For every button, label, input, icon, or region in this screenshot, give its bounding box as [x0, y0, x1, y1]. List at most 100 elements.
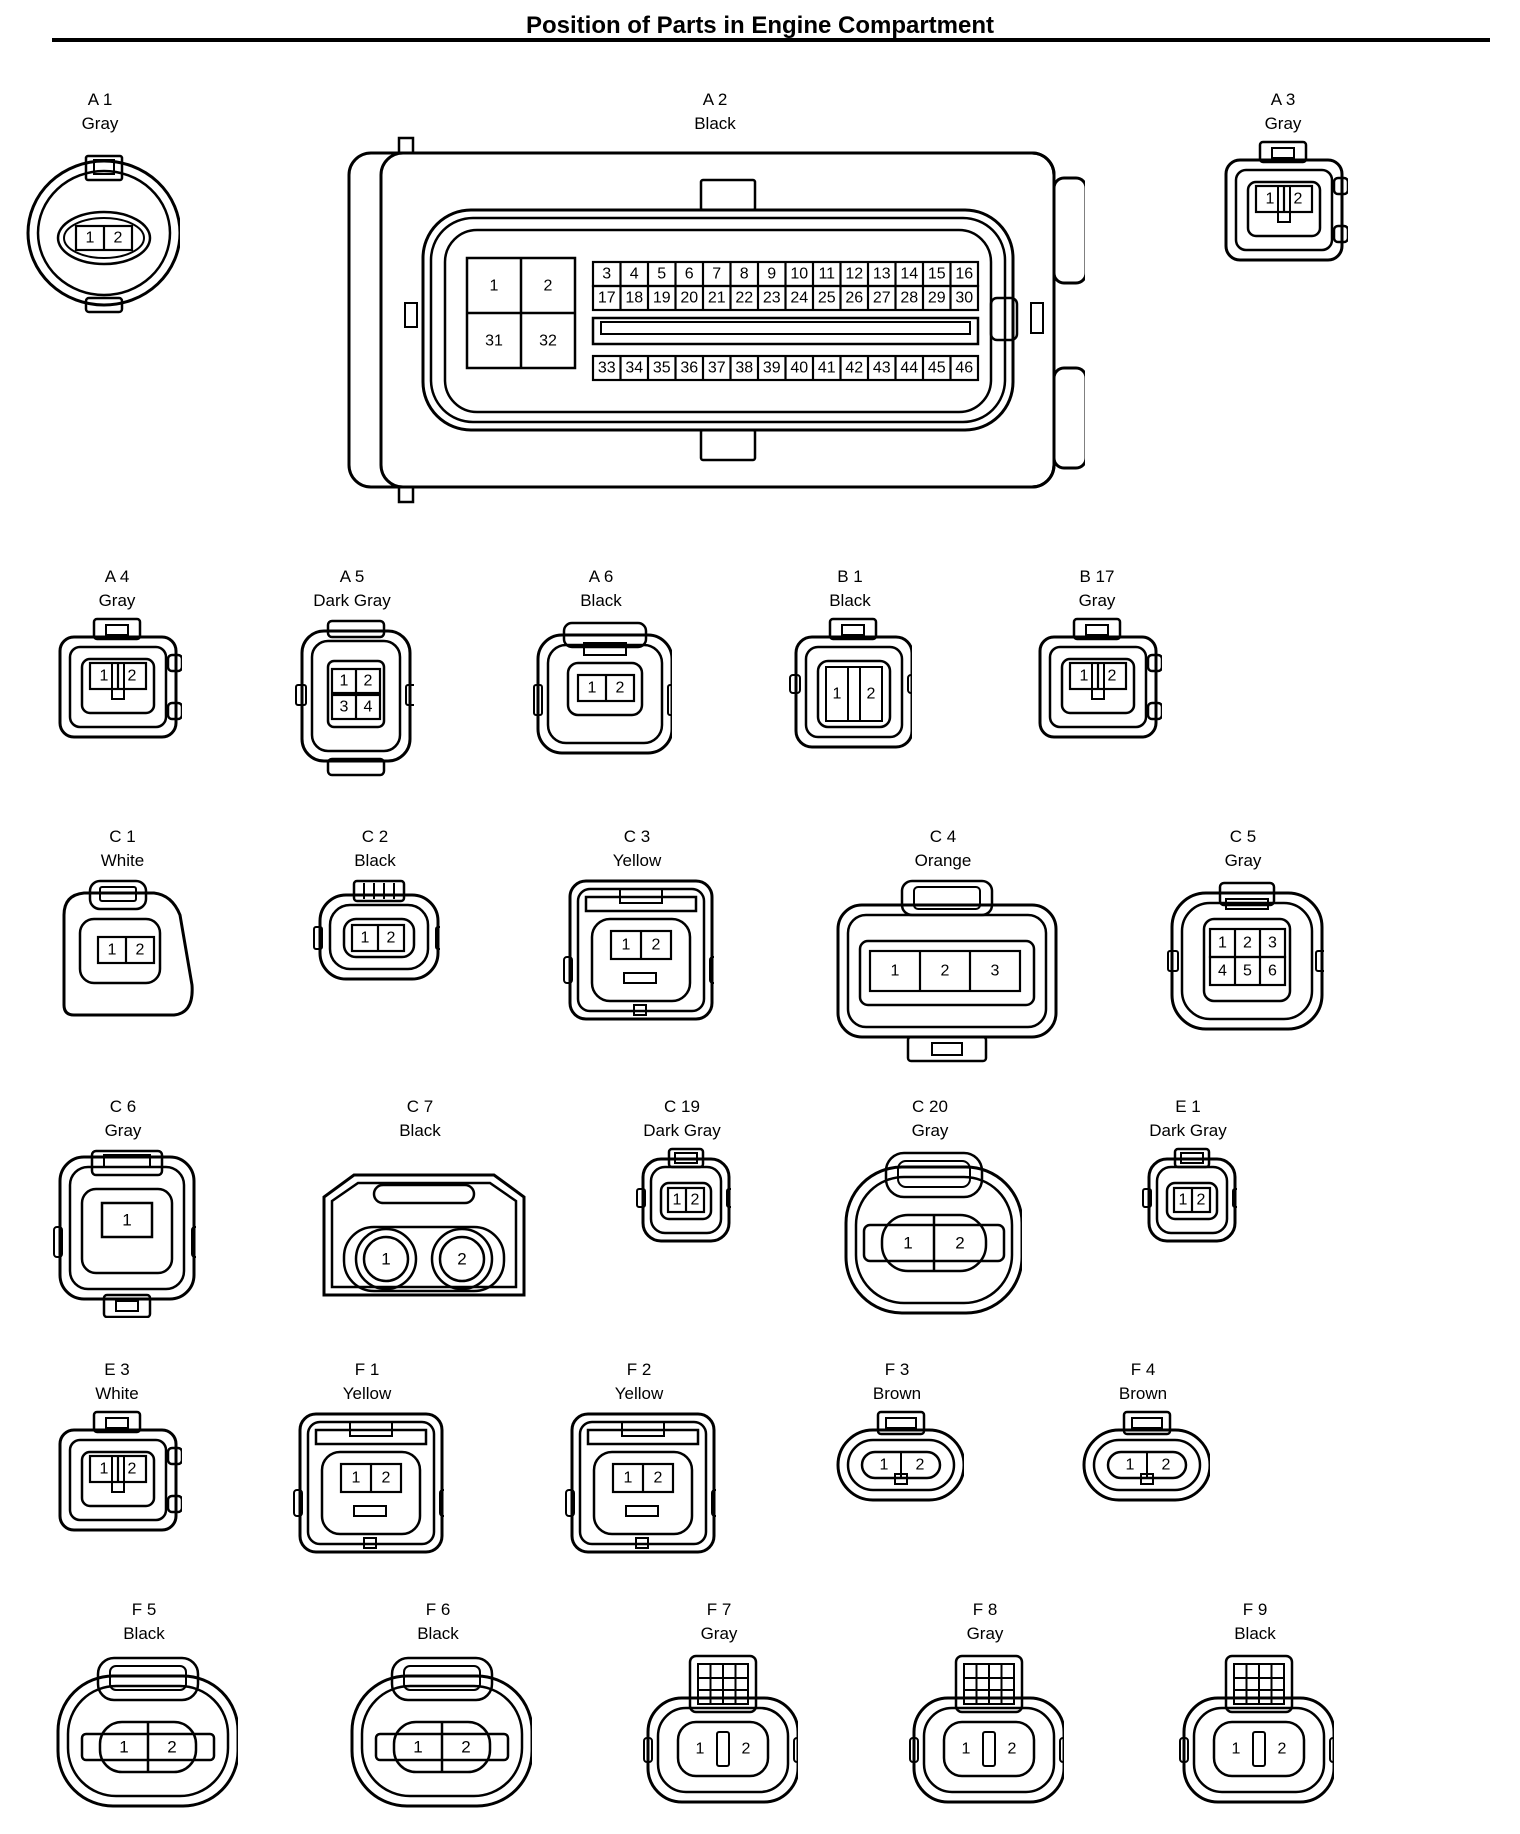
connector-color: Dark Gray — [313, 591, 391, 610]
pin-label: 2 — [916, 1457, 925, 1474]
pin-label: 1 — [1218, 935, 1227, 952]
connector-color: Dark Gray — [643, 1121, 721, 1140]
pin-label: 35 — [653, 360, 671, 377]
connector-code: C 2 — [361, 827, 389, 846]
connector-code: A 5 — [339, 567, 365, 586]
title-rule — [52, 38, 1490, 42]
pin-label: 17 — [598, 290, 616, 307]
pin-label: 1 — [100, 1461, 109, 1478]
pin-label: 23 — [763, 290, 781, 307]
pin-label: 2 — [457, 1250, 466, 1269]
pin-label: 40 — [790, 360, 808, 377]
pin-label: 1 — [361, 930, 370, 947]
pin-label: 13 — [873, 266, 891, 283]
pin-label: 42 — [845, 360, 863, 377]
pin-label: 36 — [680, 360, 698, 377]
pin-label: 39 — [763, 360, 781, 377]
pin-label: 2 — [1278, 1741, 1287, 1758]
pin-label: 1 — [490, 278, 499, 295]
pin-label: 2 — [364, 673, 373, 690]
pin-label: 2 — [1008, 1741, 1017, 1758]
connector-code: B 17 — [1079, 567, 1115, 586]
connector-code: A 1 — [87, 90, 113, 109]
pin-label: 4 — [630, 266, 639, 283]
pin-label: 1 — [119, 1738, 128, 1757]
connector-color: White — [95, 1384, 139, 1403]
connector-color: White — [100, 851, 145, 870]
pin-label: 12 — [845, 266, 863, 283]
pin-label: 1 — [903, 1234, 912, 1253]
connector-code: E 3 — [104, 1360, 130, 1379]
connector-code: F 3 — [884, 1360, 910, 1379]
pin-label: 14 — [900, 266, 918, 283]
connector-color: Gray — [98, 591, 136, 610]
connector-code: C 3 — [623, 827, 651, 846]
pin-label: 1 — [588, 680, 597, 697]
pin-label: 31 — [485, 333, 503, 350]
connector-color: Gray — [81, 114, 119, 133]
pin-label: 2 — [941, 963, 950, 980]
pin-label: 32 — [539, 333, 557, 350]
connector-color: Yellow — [612, 851, 662, 870]
pin-label: 2 — [128, 1461, 137, 1478]
pin-label: 1 — [1179, 1192, 1188, 1209]
pin-label: 2 — [1243, 935, 1252, 952]
pin-label: 1 — [880, 1457, 889, 1474]
pin-label: 43 — [873, 360, 891, 377]
connector-code: A 4 — [104, 567, 130, 586]
pin-label: 1 — [100, 668, 109, 685]
pin-label: 2 — [955, 1234, 964, 1253]
connector-color: Gray — [1224, 851, 1262, 870]
pin-label: 11 — [818, 266, 835, 283]
pin-label: 1 — [413, 1738, 422, 1757]
pin-label: 1 — [833, 686, 842, 703]
pin-label: 2 — [652, 937, 661, 954]
pin-label: 37 — [708, 360, 726, 377]
connector-code: C 7 — [406, 1097, 434, 1116]
pin-label: 1 — [624, 1470, 633, 1487]
connector-code: C 4 — [929, 827, 957, 846]
pin-label: 7 — [712, 266, 721, 283]
pin-label: 2 — [742, 1741, 751, 1758]
pin-label: 1 — [891, 963, 900, 980]
connector-color: Brown — [1118, 1384, 1168, 1403]
connector-color: Gray — [1078, 591, 1116, 610]
connector-code: F 4 — [1130, 1360, 1156, 1379]
pin-label: 1 — [340, 673, 349, 690]
connector-code: F 7 — [706, 1600, 732, 1619]
pin-label: 10 — [790, 266, 808, 283]
pin-label: 2 — [654, 1470, 663, 1487]
pin-label: 2 — [616, 680, 625, 697]
pin-label: 30 — [955, 290, 973, 307]
connector-code: F 8 — [972, 1600, 998, 1619]
connector-color: Gray — [700, 1624, 738, 1643]
pin-label: 45 — [928, 360, 946, 377]
pin-label: 38 — [735, 360, 753, 377]
pin-label: 2 — [382, 1470, 391, 1487]
pin-label: 3 — [340, 699, 349, 716]
